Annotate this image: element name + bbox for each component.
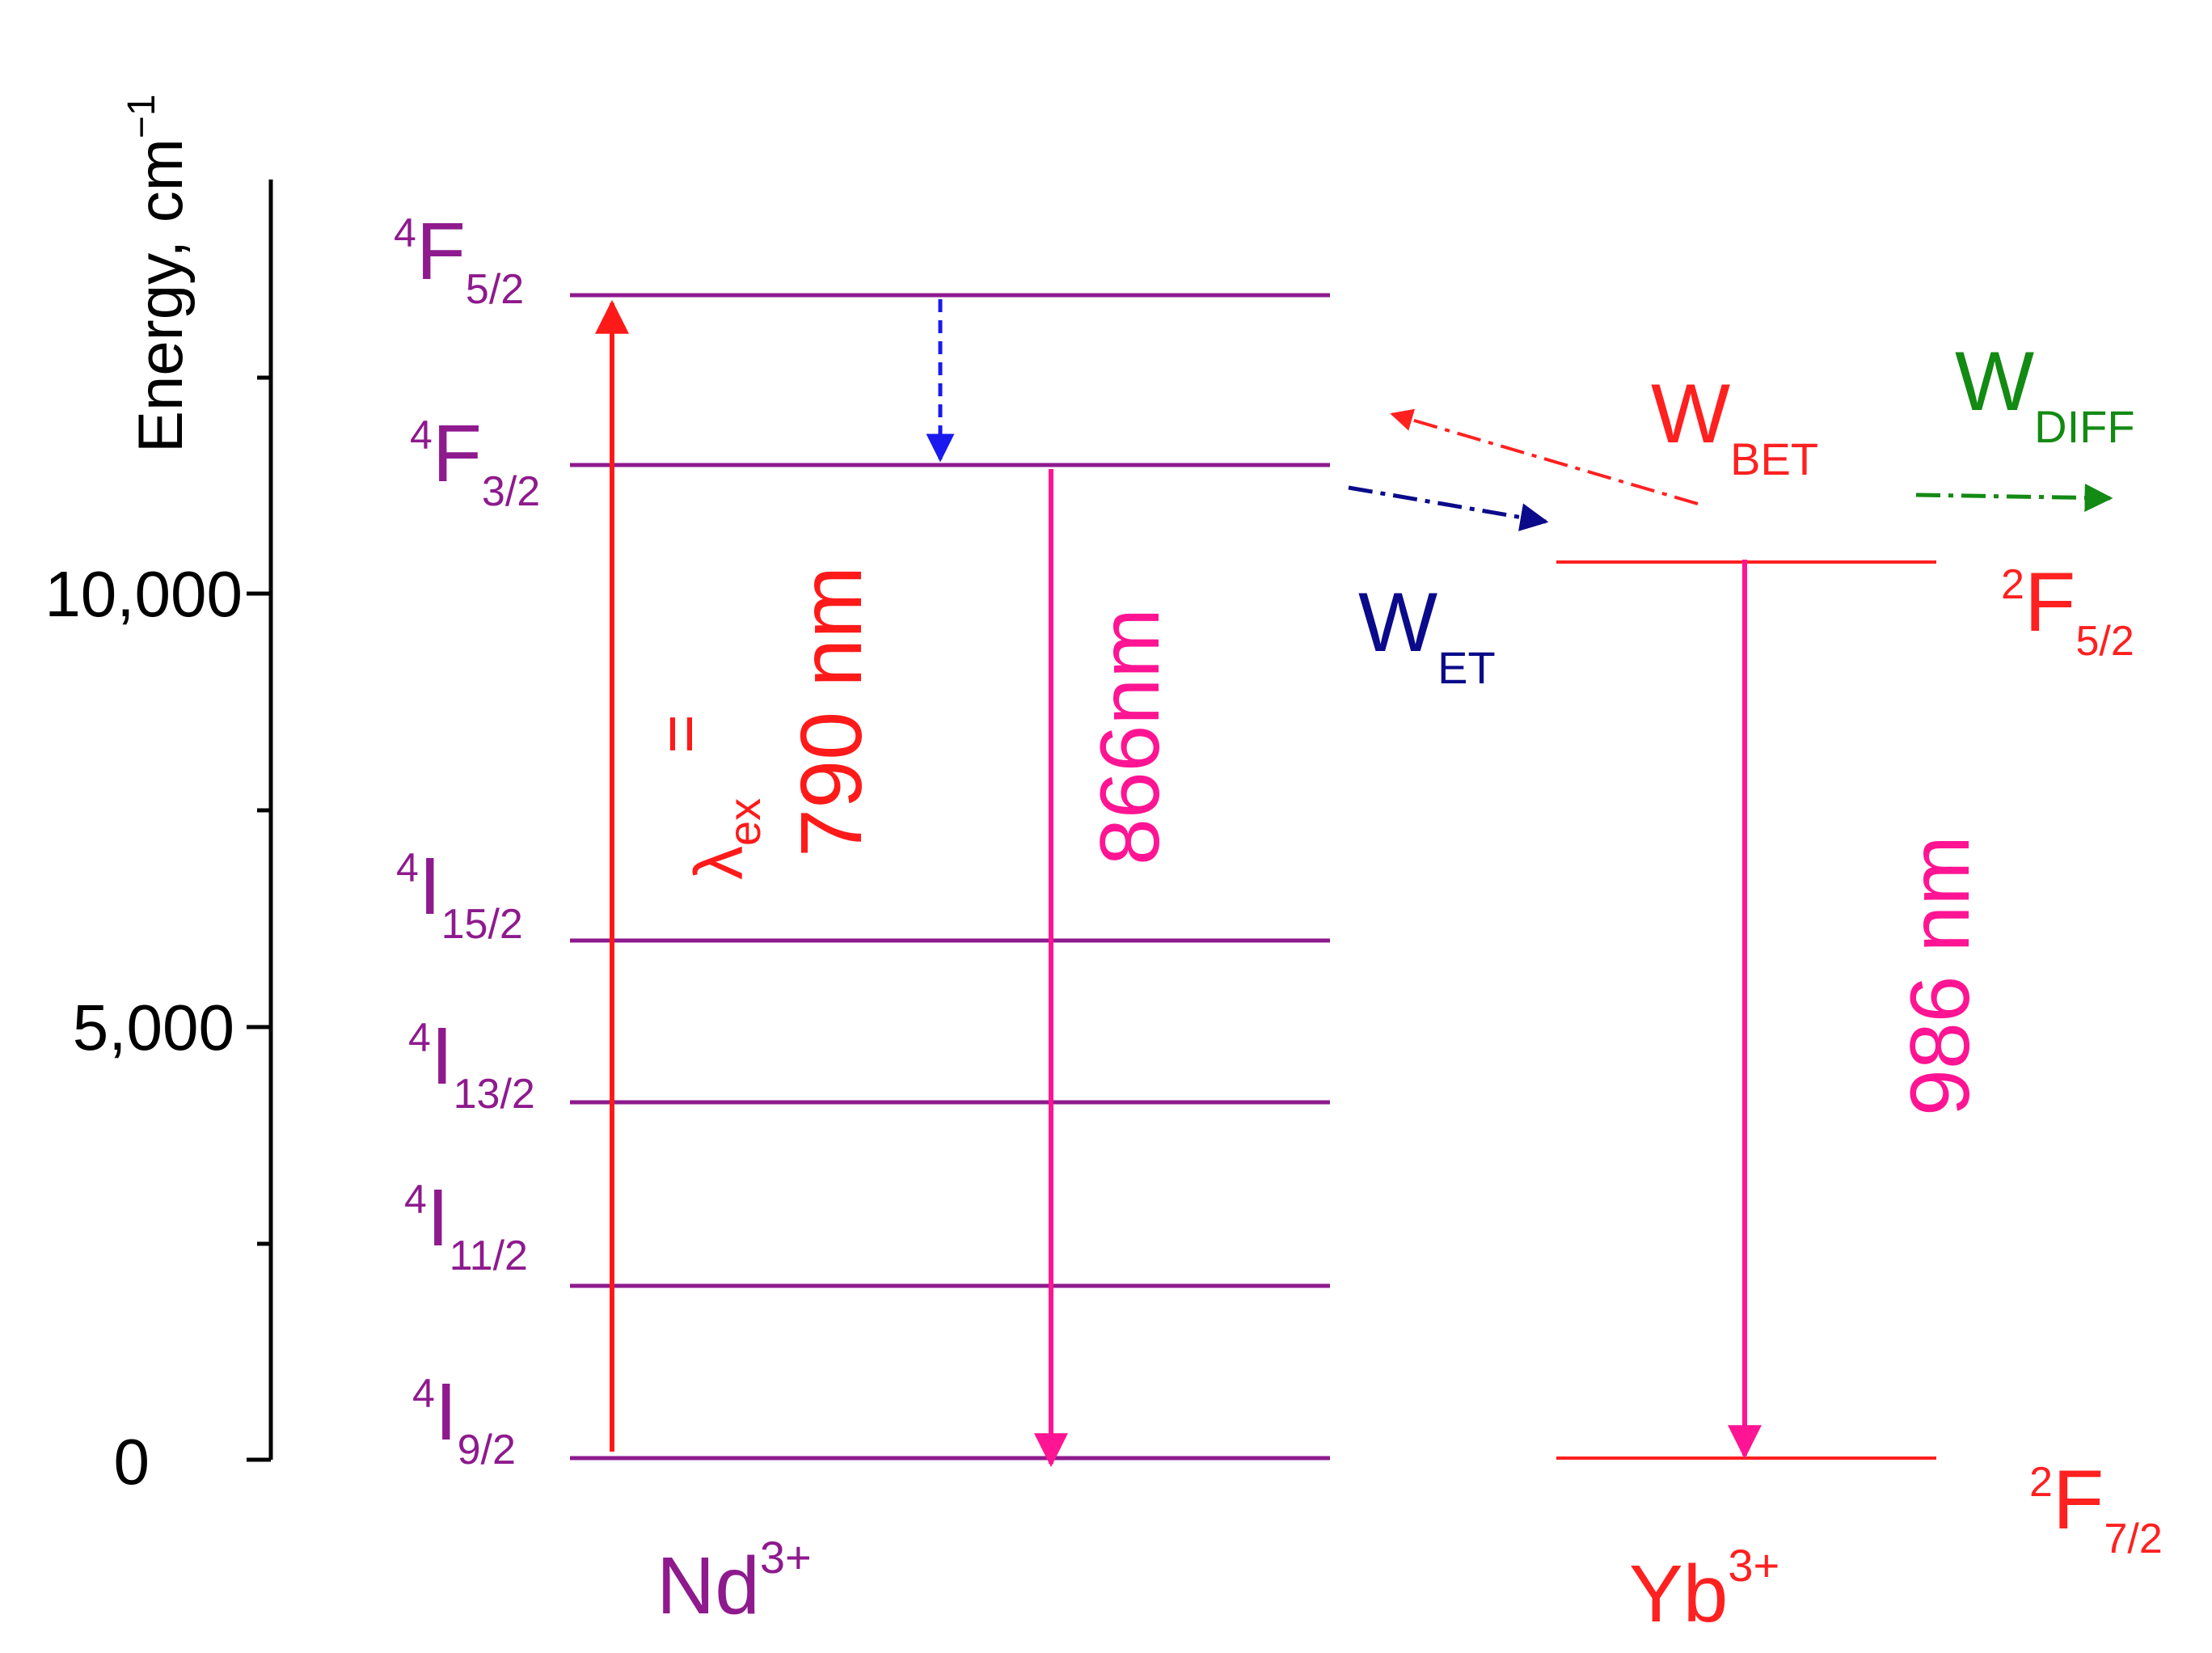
level-label-4F3/2: 4F3/2: [410, 408, 540, 515]
excitation-equals: =: [642, 714, 718, 754]
diff-label: WDIFF: [1955, 335, 2135, 452]
nd-emission-label: 866nm: [1083, 608, 1177, 865]
nd-ion-label: Nd3+: [656, 1532, 812, 1631]
level-label-4F5/2: 4F5/2: [394, 206, 524, 313]
tick-label-10000: 10,000: [44, 558, 243, 630]
energy-axis: [247, 180, 273, 1462]
level-label-4I9/2: 4I9/2: [412, 1367, 516, 1473]
et-label: WET: [1358, 576, 1496, 693]
diffusion-arrow: [1915, 483, 2113, 512]
level-label-4I15/2: 4I15/2: [396, 841, 523, 948]
level-label-4I13/2: 4I13/2: [408, 1011, 535, 1118]
excitation-lambda: λex: [681, 798, 770, 880]
level-label-2F5/2: 2F5/2: [2001, 556, 2134, 665]
yb-level-labels: 2F5/2 2F7/2: [2001, 556, 2163, 1562]
back-energy-transfer-arrow: [1390, 408, 1699, 505]
tick-label-5000: 5,000: [73, 991, 234, 1063]
axis-tick-labels: 0 5,000 10,000: [44, 558, 243, 1498]
energy-transfer-arrow: [1348, 485, 1549, 531]
axis-label: Energy, cm−1: [120, 95, 196, 453]
excitation-label: 790 nm: [782, 566, 880, 857]
tick-label-0: 0: [114, 1426, 150, 1498]
level-label-2F7/2: 2F7/2: [2029, 1453, 2163, 1562]
yb-ion-label: Yb3+: [1629, 1540, 1779, 1639]
bet-label: WBET: [1651, 367, 1818, 484]
nd-levels: [570, 293, 1330, 1461]
level-label-4I11/2: 4I11/2: [404, 1173, 528, 1279]
yb-emission-label: 986 nm: [1893, 835, 1987, 1116]
nd-level-labels: 4F5/2 4F3/2 4I15/2 4I13/2 4I11/2 4I9/2: [394, 206, 540, 1473]
